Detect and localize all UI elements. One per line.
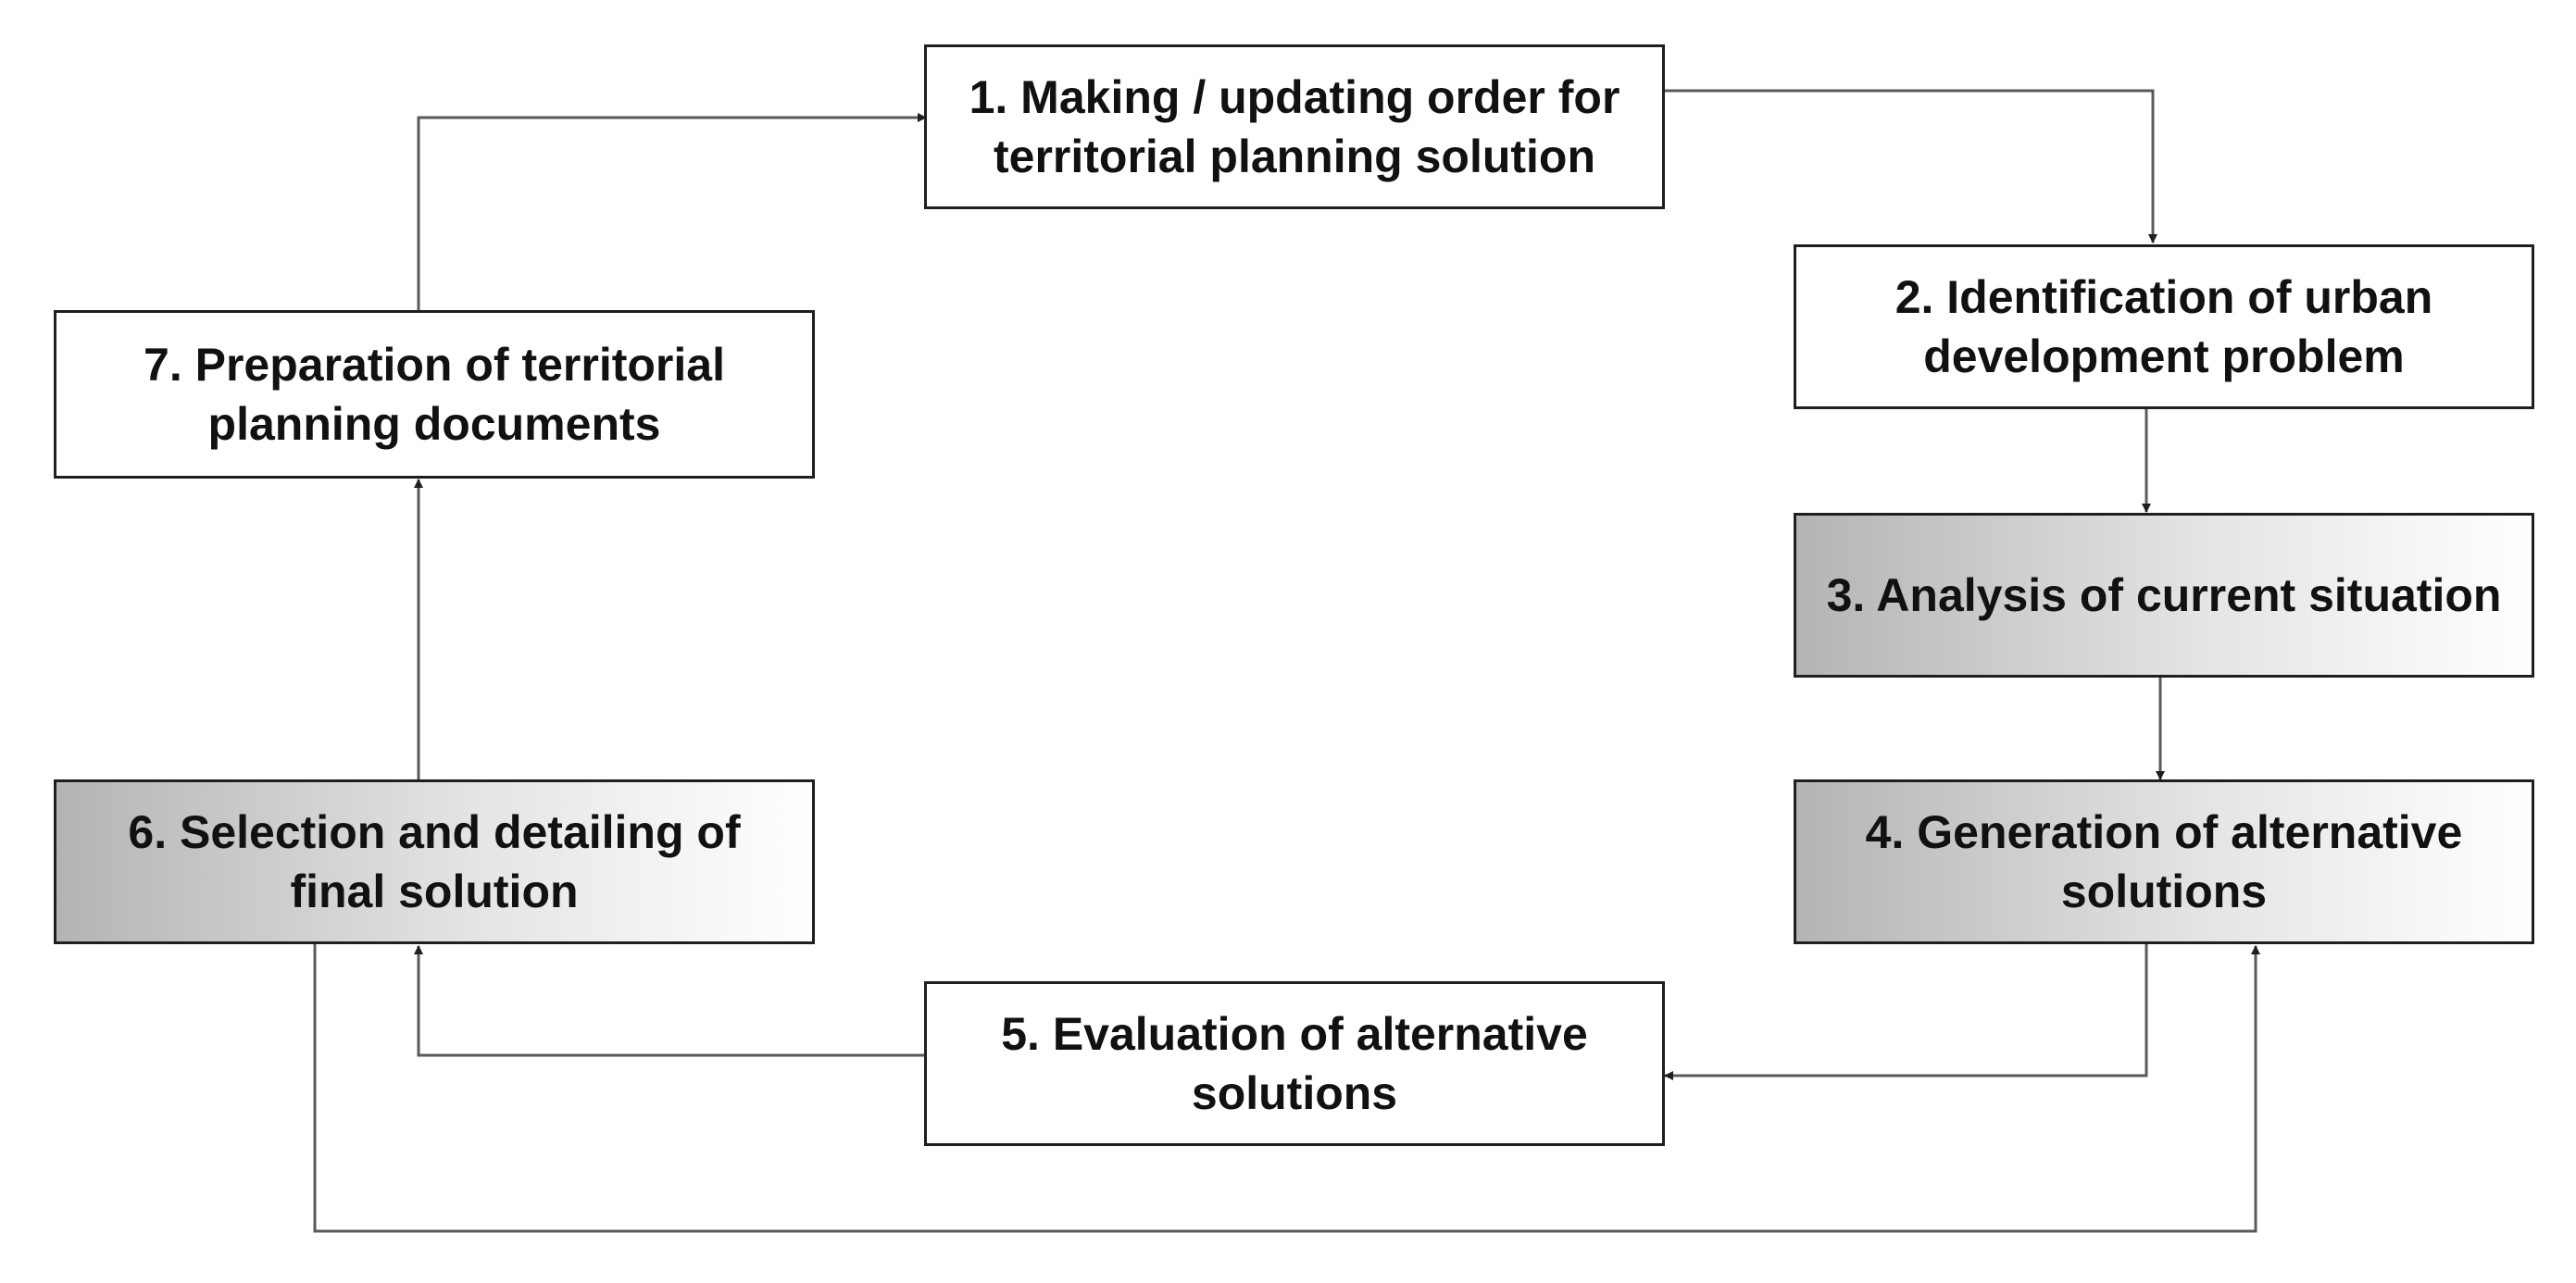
step-1-box: 1. Making / updating order for territori… <box>924 44 1665 209</box>
connector-5-to-6 <box>414 945 924 1057</box>
connector-1-to-2 <box>1662 89 2157 243</box>
step-2-label: 2. Identification of urban development p… <box>1894 271 2433 382</box>
step-4-box: 4. Generation of alternative solutions <box>1794 779 2534 944</box>
step-2-box: 2. Identification of urban development p… <box>1794 244 2534 409</box>
step-7-label: 7. Preparation of territorial planning d… <box>144 339 725 450</box>
step-4-label: 4. Generation of alternative solutions <box>1865 806 2463 917</box>
step-5-label: 5. Evaluation of alternative solutions <box>1001 1008 1588 1119</box>
step-7-box: 7. Preparation of territorial planning d… <box>54 310 815 479</box>
step-3-box: 3. Analysis of current situation <box>1794 513 2534 678</box>
connector-7-to-1 <box>417 113 927 310</box>
connector-6-to-4 <box>313 944 2260 1233</box>
step-1-label: 1. Making / updating order for territori… <box>969 71 1620 182</box>
step-6-box: 6. Selection and detailing of final solu… <box>54 779 815 944</box>
step-6-label: 6. Selection and detailing of final solu… <box>128 806 741 917</box>
step-3-label: 3. Analysis of current situation <box>1826 569 2502 621</box>
step-5-box: 5. Evaluation of alternative solutions <box>924 981 1665 1146</box>
connector-4-to-5 <box>1664 944 2148 1080</box>
